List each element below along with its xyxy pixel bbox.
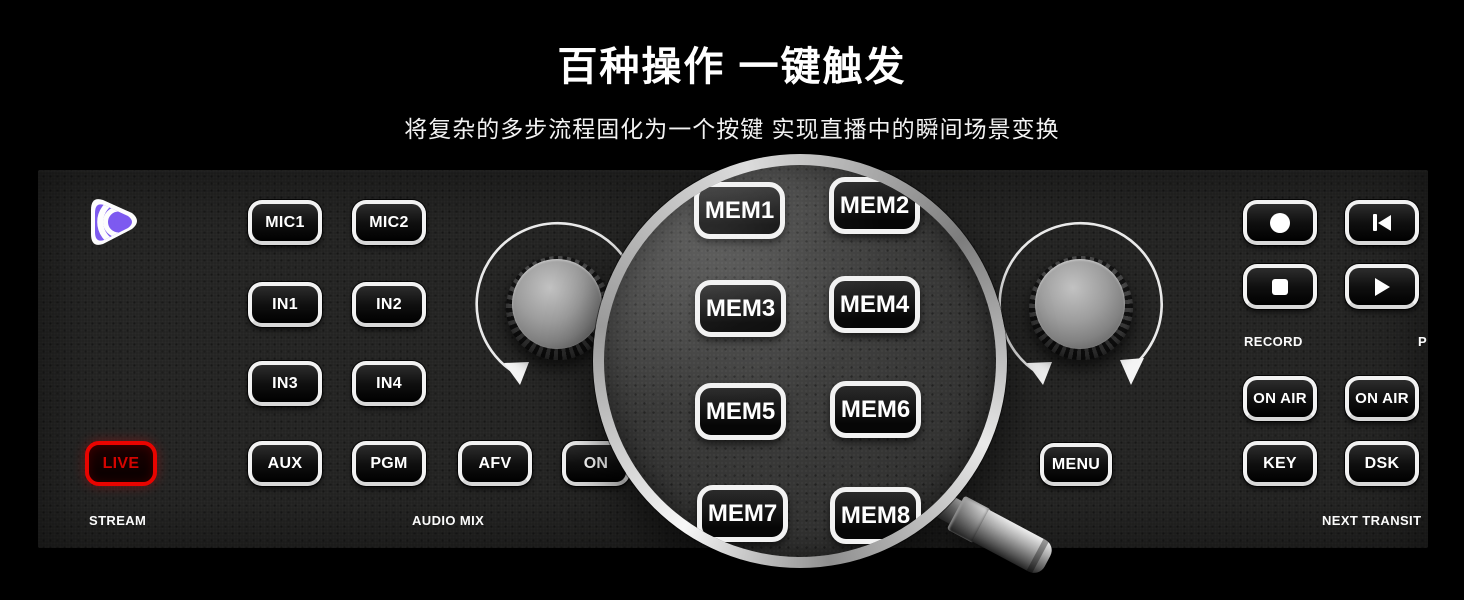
live-button[interactable]: LIVE <box>85 441 157 486</box>
mic2-button[interactable]: MIC2 <box>352 200 426 245</box>
onair-right-button[interactable]: ON AIR <box>1345 376 1419 421</box>
audio-mix-section-label: AUDIO MIX <box>412 513 485 528</box>
page-subtitle: 将复杂的多步流程固化为一个按键 实现直播中的瞬间场景变换 <box>404 116 1060 142</box>
brand-play-signal-logo-icon <box>91 199 137 245</box>
in1-button[interactable]: IN1 <box>248 282 322 327</box>
stop-icon <box>1272 278 1288 295</box>
skip-back-icon <box>1373 214 1391 231</box>
pgm-button[interactable]: PGM <box>352 441 426 486</box>
play-icon <box>1374 277 1390 296</box>
stream-section-label: STREAM <box>89 513 147 528</box>
in4-button[interactable]: IN4 <box>352 361 426 406</box>
menu-select-knob[interactable] <box>1029 256 1133 360</box>
record-section-label: RECORD <box>1244 334 1303 349</box>
play-button[interactable] <box>1345 264 1419 309</box>
mem5-button[interactable]: MEM5 <box>695 383 786 440</box>
dsk-button[interactable]: DSK <box>1345 441 1419 486</box>
in2-button[interactable]: IN2 <box>352 282 426 327</box>
aux-button[interactable]: AUX <box>248 441 322 486</box>
magnifying-glass-icon: MEM1 MEM2 MEM3 MEM4 MEM5 MEM6 MEM7 MEM8 <box>593 154 1007 568</box>
record-icon <box>1270 212 1290 233</box>
mem1-button[interactable]: MEM1 <box>694 182 785 239</box>
skip-back-button[interactable] <box>1345 200 1419 245</box>
stop-button[interactable] <box>1243 264 1317 309</box>
mem8-button[interactable]: MEM8 <box>830 487 921 544</box>
key-button[interactable]: KEY <box>1243 441 1317 486</box>
menu-button[interactable]: MENU <box>1040 443 1112 486</box>
page-title: 百种操作 一键触发 <box>557 45 907 89</box>
afv-button[interactable]: AFV <box>458 441 532 486</box>
mem2-button[interactable]: MEM2 <box>829 177 920 234</box>
mem6-button[interactable]: MEM6 <box>830 381 921 438</box>
mem3-button[interactable]: MEM3 <box>695 280 786 337</box>
play-section-label-clipped: P <box>1418 334 1428 349</box>
magnifier-lens: MEM1 MEM2 MEM3 MEM4 MEM5 MEM6 MEM7 MEM8 <box>604 165 996 557</box>
in3-button[interactable]: IN3 <box>248 361 322 406</box>
mem7-button[interactable]: MEM7 <box>697 485 788 542</box>
mic1-button[interactable]: MIC1 <box>248 200 322 245</box>
mem4-button[interactable]: MEM4 <box>829 276 920 333</box>
onair-left-button[interactable]: ON AIR <box>1243 376 1317 421</box>
next-transition-section-label: NEXT TRANSIT <box>1322 513 1422 528</box>
record-button[interactable] <box>1243 200 1317 245</box>
